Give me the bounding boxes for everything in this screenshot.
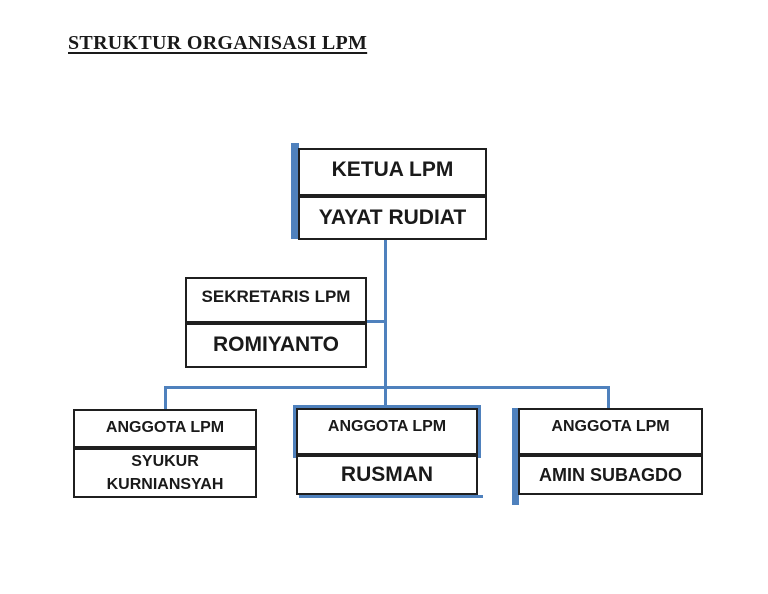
org-node-anggota1-role: ANGGOTA LPM <box>73 409 257 448</box>
anggota2-accent-underline <box>299 495 483 498</box>
connector-sekretaris-stub <box>367 320 385 323</box>
node-name-label: SYUKUR KURNIANSYAH <box>106 452 224 493</box>
org-node-ketua-role: KETUA LPM <box>298 148 487 196</box>
org-node-anggota3-name: AMIN SUBAGDO <box>518 455 703 495</box>
org-node-anggota2-name: RUSMAN <box>296 455 478 495</box>
node-name-label: AMIN SUBAGDO <box>539 464 682 485</box>
connector-left-stub <box>164 386 167 409</box>
org-node-sekretaris-role: SEKRETARIS LPM <box>185 277 367 323</box>
connector-right-stub <box>607 386 610 408</box>
node-name-label: YAYAT RUDIAT <box>318 205 467 229</box>
ketua-accent-bar <box>291 143 299 239</box>
node-role-label: ANGGOTA LPM <box>551 418 670 435</box>
node-role-label: KETUA LPM <box>331 158 454 181</box>
node-role-label: ANGGOTA LPM <box>327 418 447 435</box>
org-node-anggota3-role: ANGGOTA LPM <box>518 408 703 455</box>
node-name-label: ROMIYANTO <box>212 333 340 357</box>
page-title: STRUKTUR ORGANISASI LPM <box>68 32 368 54</box>
org-node-anggota2-role: ANGGOTA LPM <box>296 408 478 455</box>
org-node-anggota1-name: SYUKUR KURNIANSYAH <box>73 448 257 498</box>
node-role-label: ANGGOTA LPM <box>105 419 225 436</box>
node-name-label: RUSMAN <box>340 462 434 486</box>
org-node-sekretaris-name: ROMIYANTO <box>185 323 367 368</box>
connector-members-bar <box>164 386 610 389</box>
anggota3-accent-bar <box>512 408 519 505</box>
org-node-ketua-name: YAYAT RUDIAT <box>298 196 487 240</box>
connector-ketua-down <box>384 240 387 408</box>
node-role-label: SEKRETARIS LPM <box>201 287 351 306</box>
